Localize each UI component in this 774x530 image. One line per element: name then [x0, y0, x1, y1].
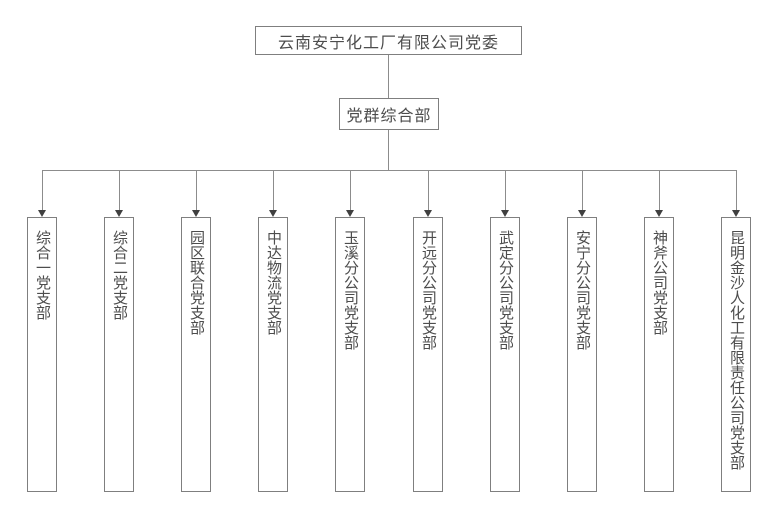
branch-box: 园区联合党支部	[181, 217, 211, 492]
arrow-down-icon	[578, 210, 586, 217]
arrow-down-icon	[732, 210, 740, 217]
connector-stem	[505, 170, 506, 211]
arrow-down-icon	[501, 210, 509, 217]
branch-label: 神斧公司党支部	[651, 230, 668, 335]
arrow-down-icon	[269, 210, 277, 217]
branch-box: 昆明金沙人化工有限责任公司党支部	[721, 217, 751, 492]
arrow-down-icon	[655, 210, 663, 217]
connector-stem	[428, 170, 429, 211]
connector-stem	[196, 170, 197, 211]
connector-stem	[273, 170, 274, 211]
branch-label: 综合一党支部	[34, 230, 51, 320]
branch-label: 武定分公司党支部	[497, 230, 514, 350]
branch-box: 综合二党支部	[104, 217, 134, 492]
branch-box: 武定分公司党支部	[490, 217, 520, 492]
branch-label: 安宁分公司党支部	[574, 230, 591, 350]
connector-stem	[119, 170, 120, 211]
dept-node-party-mass-office: 党群综合部	[339, 98, 439, 130]
branch-box: 神斧公司党支部	[644, 217, 674, 492]
arrow-down-icon	[424, 210, 432, 217]
arrow-down-icon	[192, 210, 200, 217]
arrow-down-icon	[346, 210, 354, 217]
connector-stem	[736, 170, 737, 211]
arrow-down-icon	[38, 210, 46, 217]
branch-box: 综合一党支部	[27, 217, 57, 492]
branch-label: 玉溪分公司党支部	[342, 230, 359, 350]
branch-label: 中达物流党支部	[265, 230, 282, 335]
branch-box: 玉溪分公司党支部	[335, 217, 365, 492]
branch-box: 安宁分公司党支部	[567, 217, 597, 492]
connector-stem	[350, 170, 351, 211]
connector-stem	[42, 170, 43, 211]
branch-box: 开远分公司党支部	[413, 217, 443, 492]
connector-stem	[582, 170, 583, 211]
branch-label: 园区联合党支部	[188, 230, 205, 335]
branch-label: 综合二党支部	[111, 230, 128, 320]
branch-label: 昆明金沙人化工有限责任公司党支部	[728, 230, 745, 470]
connector-dept-to-bus	[388, 130, 389, 170]
connector-horizontal-bus	[42, 170, 737, 171]
branch-box: 中达物流党支部	[258, 217, 288, 492]
root-node-party-committee: 云南安宁化工厂有限公司党委	[255, 26, 522, 55]
connector-stem	[659, 170, 660, 211]
branch-label: 开远分公司党支部	[420, 230, 437, 350]
connector-root-to-dept	[388, 55, 389, 98]
arrow-down-icon	[115, 210, 123, 217]
